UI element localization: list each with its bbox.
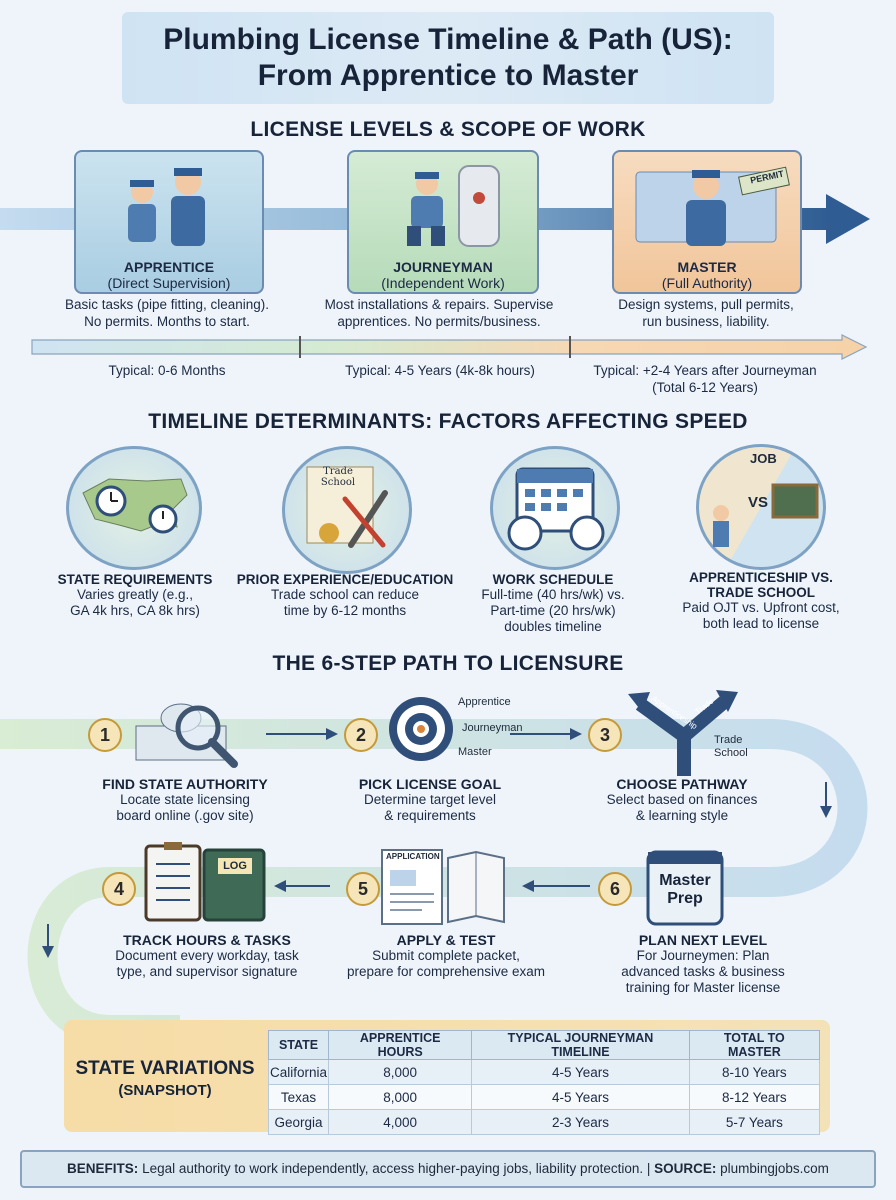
step-2: PICK LICENSE GOAL Determine target level… <box>358 776 502 823</box>
levels-heading: LICENSE LEVELS & SCOPE OF WORK <box>250 118 646 141</box>
factor-work-schedule: WORK SCHEDULE Full-time (40 hrs/wk) vs. … <box>481 572 625 634</box>
journeyman-illustration-icon <box>407 165 500 247</box>
journeyman-timeline: Typical: 4-5 Years (4k-8k hours) <box>345 363 535 378</box>
clipboard-log-icon <box>144 842 266 922</box>
benefits-text: Legal authority to work independently, a… <box>138 1161 655 1176</box>
title-line-2: From Apprentice to Master <box>257 59 639 92</box>
master-card: PERMIT MASTER (Full Authority) <box>612 150 802 294</box>
step-number-2: 2 <box>344 718 378 752</box>
col-journeyman-timeline: TYPICAL JOURNEYMAN TIMELINE <box>471 1030 690 1060</box>
title-banner <box>122 12 774 104</box>
master-desc: Design systems, pull permits,run busines… <box>618 297 794 329</box>
journeyman-card: JOURNEYMAN (Independent Work) <box>347 150 539 294</box>
pathway-signpost-icon <box>628 690 738 776</box>
col-apprentice-hours: APPRENTICE HOURS <box>328 1030 473 1060</box>
source-label: SOURCE: <box>654 1161 717 1176</box>
step-path <box>0 719 868 1045</box>
trade-school-text: Trade School <box>320 466 356 488</box>
step-number-5: 5 <box>346 872 380 906</box>
capitol-magnifier-icon <box>135 703 238 768</box>
apprentice-illustration-icon <box>128 168 205 246</box>
factor-prior-experience: PRIOR EXPERIENCE/EDUCATION Trade school … <box>236 572 454 618</box>
apprentice-desc: Basic tasks (pipe fitting, cleaning).No … <box>64 297 270 329</box>
step-5: APPLY & TEST Submit complete packet, pre… <box>346 932 546 979</box>
step-number-4: 4 <box>102 872 136 906</box>
master-sub: (Full Authority) <box>661 275 753 291</box>
trade-school-certificate-icon <box>282 446 412 574</box>
benefits-label: BENEFITS: <box>67 1161 139 1176</box>
step-number-3: 3 <box>588 718 622 752</box>
calendar-clock-icon <box>490 446 620 570</box>
apprentice-timeline: Typical: 0-6 Months <box>108 363 226 378</box>
factor-state: STATE REQUIREMENTS Varies greatly (e.g.,… <box>57 572 213 618</box>
step-1: FIND STATE AUTHORITY Locate state licens… <box>102 776 268 823</box>
col-total-master: TOTAL TO MASTER <box>688 1030 821 1060</box>
step-6: PLAN NEXT LEVEL For Journeymen: Plan adv… <box>621 932 785 995</box>
master-prep-icon <box>646 850 724 926</box>
master-timeline: Typical: +2-4 Years after Journeyman(Tot… <box>593 363 817 395</box>
timeline-bar <box>31 334 868 360</box>
step-4: TRACK HOURS & TASKS Document every workd… <box>115 932 299 979</box>
trade-school-label: Trade School <box>714 734 748 759</box>
apprentice-card: APPRENTICE (Direct Supervision) <box>74 150 264 294</box>
vs-label: VS <box>748 494 769 511</box>
apprentice-label: APPRENTICE <box>123 259 215 275</box>
target-label-journeyman: Journeyman <box>462 722 523 734</box>
journeyman-label: JOURNEYMAN <box>393 259 493 275</box>
target-icon <box>389 697 453 761</box>
step-3: CHOOSE PATHWAY Select based on finances … <box>606 776 758 823</box>
journeyman-sub: (Independent Work) <box>381 275 505 291</box>
factor-apprenticeship-vs-school: APPRENTICESHIP VS. TRADE SCHOOL Paid OJT… <box>682 570 840 631</box>
state-variations-label: STATE VARIATIONS (SNAPSHOT) <box>75 1058 255 1099</box>
application-label: APPLICATION <box>386 852 440 861</box>
step-number-1: 1 <box>88 718 122 752</box>
log-label: LOG <box>223 860 247 872</box>
title-line-1: Plumbing License Timeline & Path (US): <box>163 23 733 56</box>
state-variations-table: STATE APPRENTICE HOURS TYPICAL JOURNEYMA… <box>267 1030 821 1135</box>
apprentice-sub: (Direct Supervision) <box>107 275 231 291</box>
job-label: JOB <box>750 451 777 466</box>
col-state: STATE <box>267 1030 330 1060</box>
us-map-clock-icon <box>66 446 202 570</box>
target-label-apprentice: Apprentice <box>458 696 511 708</box>
factors-heading: TIMELINE DETERMINANTS: FACTORS AFFECTING… <box>148 410 748 433</box>
application-form-icon <box>381 849 505 925</box>
source-text: plumbingjobs.com <box>716 1161 829 1176</box>
master-label: MASTER <box>677 259 737 275</box>
job-vs-school-icon <box>696 444 826 570</box>
steps-heading: THE 6-STEP PATH TO LICENSURE <box>272 652 624 675</box>
target-label-master: Master <box>458 746 492 758</box>
step-number-6: 6 <box>598 872 632 906</box>
page-title: Plumbing License Timeline & Path (US): F… <box>122 22 774 94</box>
footer-banner: BENEFITS: Legal authority to work indepe… <box>20 1150 876 1188</box>
master-illustration-icon <box>635 166 790 246</box>
